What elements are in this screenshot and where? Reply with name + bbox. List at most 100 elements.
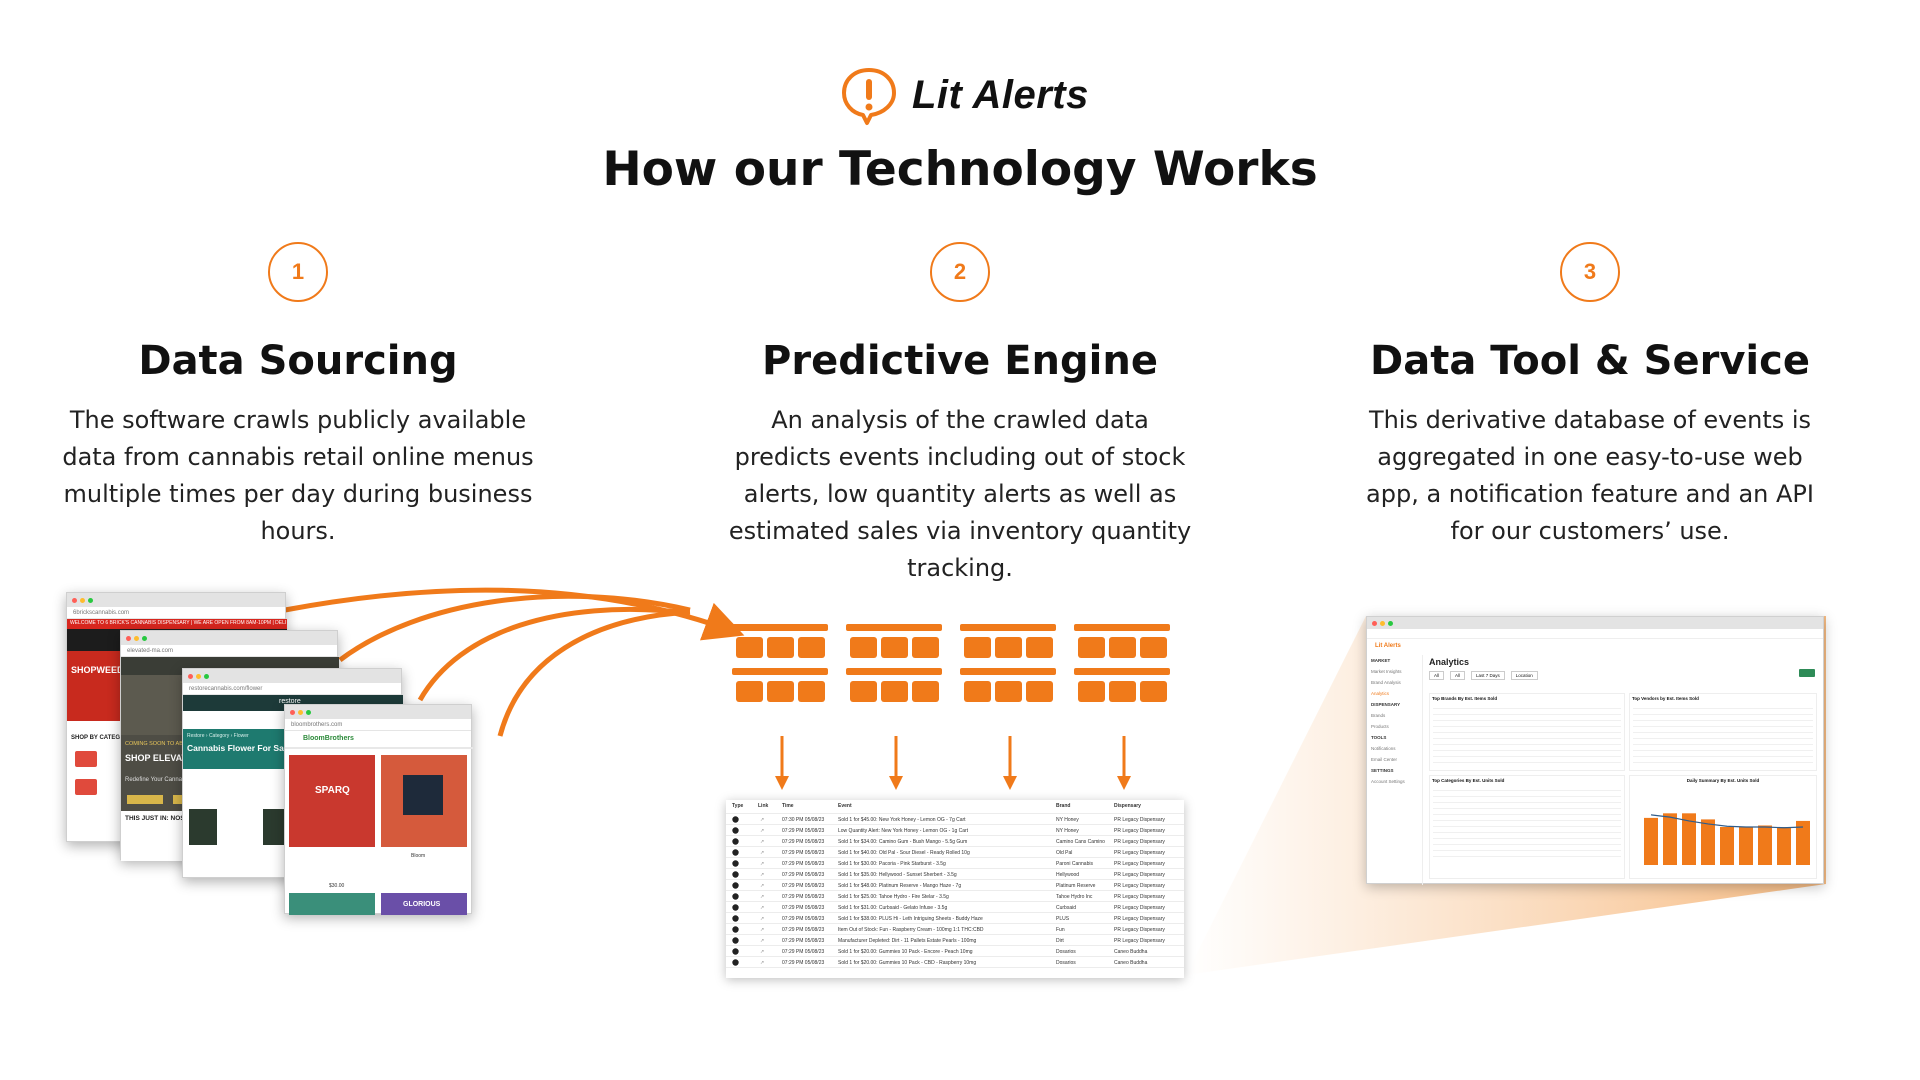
sidebar-item[interactable]: Analytics xyxy=(1371,691,1390,696)
table-row[interactable] xyxy=(1433,821,1621,827)
sidebar-item[interactable]: SETTINGS xyxy=(1371,768,1394,773)
column-header[interactable]: Brand xyxy=(1056,803,1071,809)
column-header[interactable]: Type xyxy=(732,803,744,809)
sidebar-item[interactable]: Account Settings xyxy=(1371,779,1405,784)
engine-layer-bar xyxy=(846,668,942,675)
table-row[interactable] xyxy=(1433,839,1621,845)
sidebar-item[interactable]: Brands xyxy=(1371,713,1386,718)
cell-dispensary: PR Legacy Dispensary xyxy=(1114,894,1165,900)
table-row[interactable] xyxy=(1433,715,1621,721)
sidebar-item[interactable]: Brand Analysis xyxy=(1371,680,1401,685)
table-row[interactable] xyxy=(1433,845,1621,851)
table-row[interactable] xyxy=(1633,715,1813,721)
table-row[interactable] xyxy=(1433,827,1621,833)
column-header[interactable]: Link xyxy=(758,803,769,809)
table-row[interactable] xyxy=(1433,751,1621,757)
sidebar-item[interactable]: Email Center xyxy=(1371,757,1398,762)
filter-select[interactable]: All xyxy=(1450,671,1466,680)
link-icon[interactable]: ↗ xyxy=(760,817,765,823)
table-row[interactable] xyxy=(1633,703,1813,709)
table-row[interactable] xyxy=(1433,727,1621,733)
table-row[interactable] xyxy=(1433,703,1621,709)
table-row[interactable] xyxy=(1433,791,1621,797)
link-icon[interactable]: ↗ xyxy=(760,916,765,922)
filter-select[interactable]: Last 7 Days xyxy=(1471,671,1505,680)
chart-bar xyxy=(1720,827,1734,865)
table-header: Type Link Time Event Brand Dispensary xyxy=(726,800,1184,814)
sidebar-item[interactable]: MARKET xyxy=(1371,658,1391,663)
table-row[interactable] xyxy=(1433,709,1621,715)
cell-event: Manufacturer Depleted: Dirt - 11 Pallets… xyxy=(838,938,977,944)
table-row[interactable] xyxy=(1633,709,1813,715)
link-icon[interactable]: ↗ xyxy=(760,927,765,933)
site-section-title: SHOP BY CATEGOR xyxy=(71,735,130,741)
step-description: An analysis of the crawled data predicts… xyxy=(728,406,1192,582)
column-header[interactable]: Dispensary xyxy=(1114,803,1141,809)
table-title: Top Brands By Est. Items Sold xyxy=(1432,696,1498,701)
link-icon[interactable]: ↗ xyxy=(760,883,765,889)
table-row[interactable] xyxy=(1433,803,1621,809)
events-table: Type Link Time Event Brand Dispensary ↗0… xyxy=(726,800,1184,978)
sidebar-item[interactable]: TOOLS xyxy=(1371,735,1387,740)
cell-brand: PLUS xyxy=(1056,916,1070,922)
table-row[interactable] xyxy=(1433,745,1621,751)
sidebar-item[interactable]: Products xyxy=(1371,724,1389,729)
table-row[interactable] xyxy=(1433,833,1621,839)
sidebar-item[interactable]: Market Insights xyxy=(1371,669,1402,674)
table-row[interactable] xyxy=(1433,851,1621,857)
link-icon[interactable]: ↗ xyxy=(760,960,765,966)
link-icon[interactable]: ↗ xyxy=(760,894,765,900)
engine-data-block xyxy=(1026,637,1053,658)
table-row[interactable] xyxy=(1433,815,1621,821)
table-row[interactable] xyxy=(1433,721,1621,727)
column-header[interactable]: Event xyxy=(838,803,852,809)
table-row[interactable] xyxy=(1633,739,1813,745)
link-icon[interactable]: ↗ xyxy=(760,839,765,845)
sidebar-item[interactable]: Notifications xyxy=(1371,746,1396,751)
table-row[interactable] xyxy=(1433,733,1621,739)
table-row[interactable] xyxy=(1633,733,1813,739)
filter-select[interactable]: All xyxy=(1429,671,1445,680)
column-header[interactable]: Time xyxy=(782,803,794,809)
export-button[interactable] xyxy=(1799,669,1815,677)
cell-event: Sold 1 for $34.00: Camino Gum - Bush Man… xyxy=(838,839,968,845)
cell-event: Sold 1 for $20.00: Gummies 10 Pack - CBD… xyxy=(838,960,977,966)
table-row[interactable] xyxy=(1633,757,1813,763)
engine-data-block xyxy=(964,637,991,658)
sidebar-item[interactable]: DISPENSARY xyxy=(1371,702,1401,707)
table-row[interactable] xyxy=(1433,739,1621,745)
cell-time: 07:29 PM 05/08/23 xyxy=(782,828,825,834)
table-row[interactable] xyxy=(1433,785,1621,791)
table-row[interactable] xyxy=(1433,797,1621,803)
table-row[interactable] xyxy=(1633,745,1813,751)
link-icon[interactable]: ↗ xyxy=(760,949,765,955)
table-row[interactable] xyxy=(1433,757,1621,763)
link-icon[interactable]: ↗ xyxy=(760,828,765,834)
link-icon[interactable]: ↗ xyxy=(760,872,765,878)
link-icon[interactable]: ↗ xyxy=(760,905,765,911)
link-icon[interactable]: ↗ xyxy=(760,938,765,944)
chart-title: Daily Summary By Est. Units Sold xyxy=(1686,778,1760,783)
link-icon[interactable]: ↗ xyxy=(760,861,765,867)
link-icon[interactable]: ↗ xyxy=(760,850,765,856)
table-row[interactable] xyxy=(1433,809,1621,815)
table-row[interactable] xyxy=(1633,721,1813,727)
filter-select[interactable]: Location xyxy=(1510,671,1538,680)
table-row[interactable] xyxy=(1633,751,1813,757)
engine-data-block xyxy=(995,637,1022,658)
table-row[interactable] xyxy=(1633,727,1813,733)
